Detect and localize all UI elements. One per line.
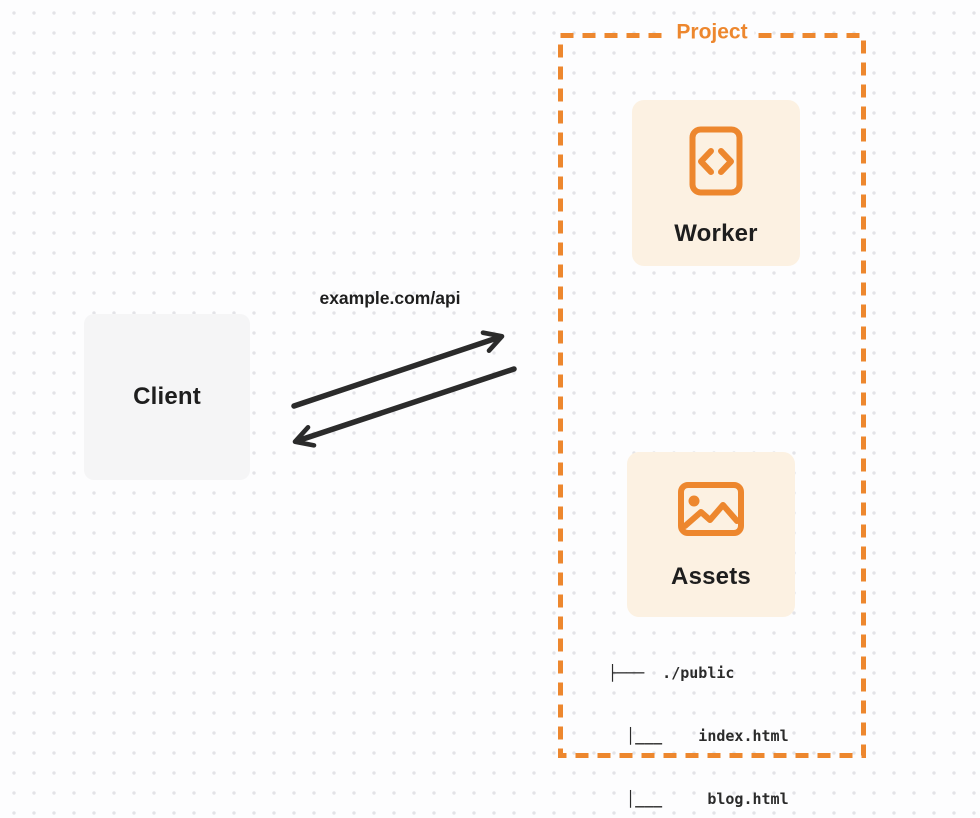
assets-label: Assets	[671, 563, 751, 590]
file-tree: ├─── ./public │___ index.html │___ blog.…	[608, 621, 789, 818]
project-title: Project	[669, 19, 755, 46]
project-box: Project Worker Assets ├─── ./public │___…	[558, 19, 866, 808]
client-box: Client	[84, 314, 250, 480]
assets-card: Assets	[627, 452, 795, 617]
request-url-label: example.com/api	[319, 288, 461, 308]
client-label: Client	[133, 383, 201, 410]
file-tree-line-index: │___ index.html	[608, 727, 789, 745]
request-arrow	[291, 330, 505, 409]
file-tree-line-blog: │___ blog.html	[608, 790, 789, 808]
worker-label: Worker	[674, 220, 758, 247]
image-icon	[678, 482, 744, 536]
worker-card: Worker	[632, 100, 800, 266]
file-tree-line-public: ├─── ./public	[608, 664, 735, 682]
response-arrow	[292, 366, 517, 448]
project-dashed-border	[558, 33, 866, 758]
code-file-icon	[689, 126, 743, 196]
